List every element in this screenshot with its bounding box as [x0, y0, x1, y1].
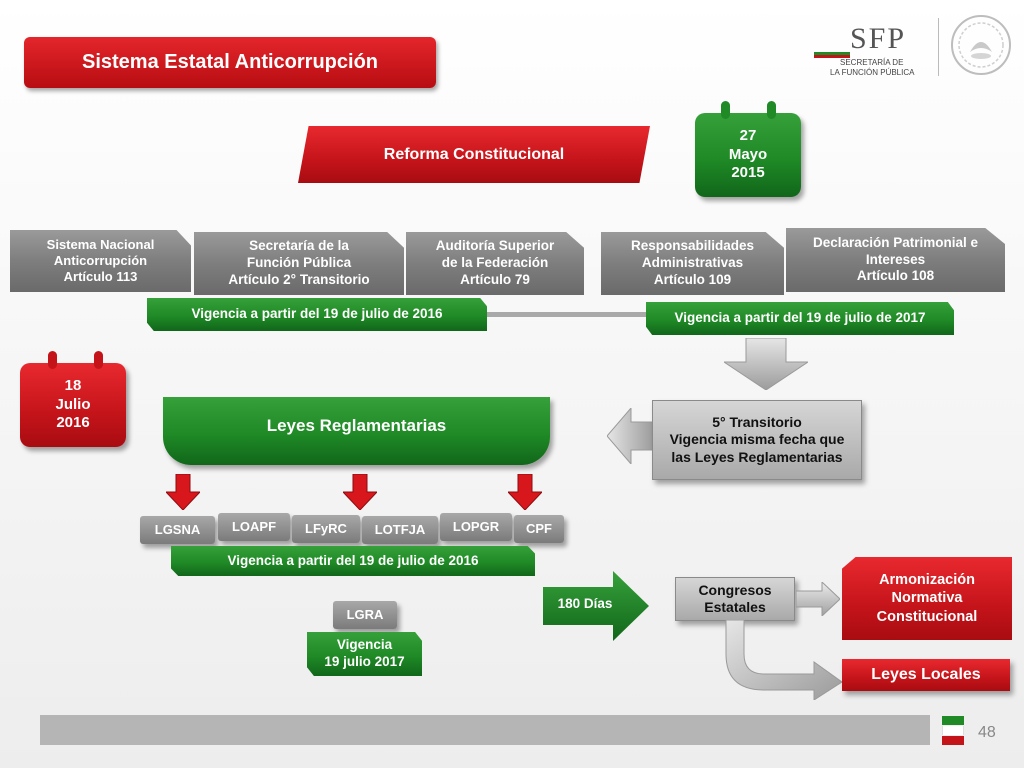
sfp-logo-text: SFP: [850, 22, 907, 55]
box-sistema-nacional: Sistema Nacional Anticorrupción Artículo…: [10, 230, 191, 292]
box-line: Responsabilidades: [630, 238, 755, 254]
calendar-ring: [767, 101, 776, 119]
flag-stripe: [942, 726, 964, 735]
red-arrow-down-icon: [506, 473, 544, 511]
congresos-line: Congresos: [698, 581, 772, 598]
box-line: Declaración Patrimonial e: [812, 234, 979, 250]
slide-title: Sistema Estatal Anticorrupción: [24, 37, 436, 88]
calendar-2016: 18 Julio 2016: [20, 351, 126, 447]
armonizacion-line: Normativa: [891, 590, 963, 607]
transitorio-box: 5° Transitorio Vigencia misma fecha que …: [652, 400, 862, 480]
transitorio-line: 5° Transitorio: [712, 413, 802, 430]
box-line: Anticorrupción: [53, 252, 148, 268]
box-line: Sistema Nacional: [46, 236, 155, 252]
dias-arrow: 180 Días: [543, 571, 649, 641]
arrow-left-icon: [606, 406, 654, 466]
leyes-reglamentarias-box: Leyes Reglamentarias: [163, 397, 550, 465]
box-line: Auditoría Superior: [435, 238, 555, 254]
calendar-ring: [94, 351, 103, 369]
red-arrow-down-icon: [341, 473, 379, 511]
sfp-logo-stripe: [814, 52, 850, 55]
calendar-month: Mayo: [728, 145, 768, 163]
calendar-day: 18: [64, 376, 82, 394]
transitorio-line: las Leyes Reglamentarias: [671, 448, 843, 465]
leyes-locales-box: Leyes Locales: [842, 659, 1010, 691]
vigencia-2017-label: Vigencia a partir del 19 de julio de 201…: [674, 310, 926, 326]
law-tag-lgra: LGRA: [333, 601, 397, 629]
law-tag-cpf: CPF: [514, 515, 564, 543]
box-responsabilidades: Responsabilidades Administrativas Artícu…: [601, 232, 784, 295]
calendar-ring: [48, 351, 57, 369]
calendar-month: Julio: [55, 395, 91, 413]
box-line: Artículo 113: [63, 269, 138, 285]
armonizacion-line: Constitucional: [876, 608, 978, 625]
calendar-day: 27: [739, 126, 757, 144]
lgra-vigencia-box: Vigencia 19 julio 2017: [307, 632, 422, 676]
page-number: 48: [978, 724, 996, 741]
footer-bar: [40, 715, 930, 745]
transitorio-line: Vigencia misma fecha que: [669, 431, 845, 448]
armonizacion-box: Armonización Normativa Constitucional: [842, 557, 1012, 640]
sfp-logo-line1: SECRETARÍA DE: [840, 58, 904, 67]
lgra-vigencia-line: Vigencia: [336, 637, 393, 653]
box-secretaria: Secretaría de la Función Pública Artícul…: [194, 232, 404, 295]
sfp-logo: SFP SECRETARÍA DE LA FUNCIÓN PÚBLICA: [812, 22, 936, 82]
calendar-ring: [721, 101, 730, 119]
leyes-locales-label: Leyes Locales: [871, 666, 981, 683]
box-line: Función Pública: [246, 255, 352, 271]
congresos-line: Estatales: [704, 599, 766, 615]
curved-arrow-icon: [720, 619, 844, 701]
arrow-down-icon: [722, 337, 810, 391]
armonizacion-line: Armonización: [879, 572, 975, 589]
law-tag-loapf: LOAPF: [218, 513, 290, 541]
reforma-constitucional-banner: Reforma Constitucional: [298, 126, 650, 183]
box-auditoria: Auditoría Superior de la Federación Artí…: [406, 232, 584, 295]
logo-divider: [938, 18, 939, 76]
sfp-logo-stripe-red: [814, 55, 850, 58]
flag-stripe: [942, 736, 964, 745]
law-tag-lotfja: LOTFJA: [362, 516, 438, 544]
box-line: de la Federación: [441, 255, 549, 271]
calendar-year: 2015: [731, 164, 765, 182]
law-tag-lopgr: LOPGR: [440, 513, 512, 541]
dias-label: 180 Días: [557, 596, 613, 611]
reforma-label: Reforma Constitucional: [383, 145, 565, 163]
sfp-logo-line2: LA FUNCIÓN PÚBLICA: [830, 68, 915, 77]
vigencia-2016-bar-laws: Vigencia a partir del 19 de julio de 201…: [171, 546, 535, 576]
box-line: Artículo 108: [856, 268, 935, 284]
box-line: Artículo 2° Transitorio: [228, 271, 370, 287]
connector-line: [486, 312, 648, 317]
vigencia-2017-bar: Vigencia a partir del 19 de julio de 201…: [646, 302, 954, 335]
calendar-2015: 27 Mayo 2015: [695, 101, 801, 197]
congresos-estatales-box: Congresos Estatales: [675, 577, 795, 621]
flag-icon: [942, 716, 964, 746]
red-arrow-down-icon: [164, 473, 202, 511]
box-declaracion: Declaración Patrimonial e Intereses Artí…: [786, 228, 1005, 292]
arrow-right-icon: [795, 580, 841, 618]
box-line: Administrativas: [641, 255, 744, 271]
national-seal-icon: [950, 14, 1012, 76]
flag-stripe: [942, 716, 964, 725]
vigencia-2016-bar: Vigencia a partir del 19 de julio de 201…: [147, 298, 487, 331]
lgra-vigencia-line: 19 julio 2017: [324, 654, 405, 669]
vigencia-2016-laws-label: Vigencia a partir del 19 de julio de 201…: [227, 552, 479, 568]
box-line: Secretaría de la: [249, 238, 349, 254]
box-line: Artículo 109: [653, 271, 732, 287]
law-tag-lfyrc: LFyRC: [292, 515, 360, 543]
leyes-reglamentarias-label: Leyes Reglamentarias: [266, 416, 447, 436]
calendar-year: 2016: [56, 414, 90, 432]
box-line: Intereses: [865, 251, 926, 267]
box-line: Artículo 79: [460, 271, 530, 287]
law-tag-lgsna: LGSNA: [140, 516, 215, 544]
vigencia-2016-label: Vigencia a partir del 19 de julio de 201…: [191, 306, 443, 322]
